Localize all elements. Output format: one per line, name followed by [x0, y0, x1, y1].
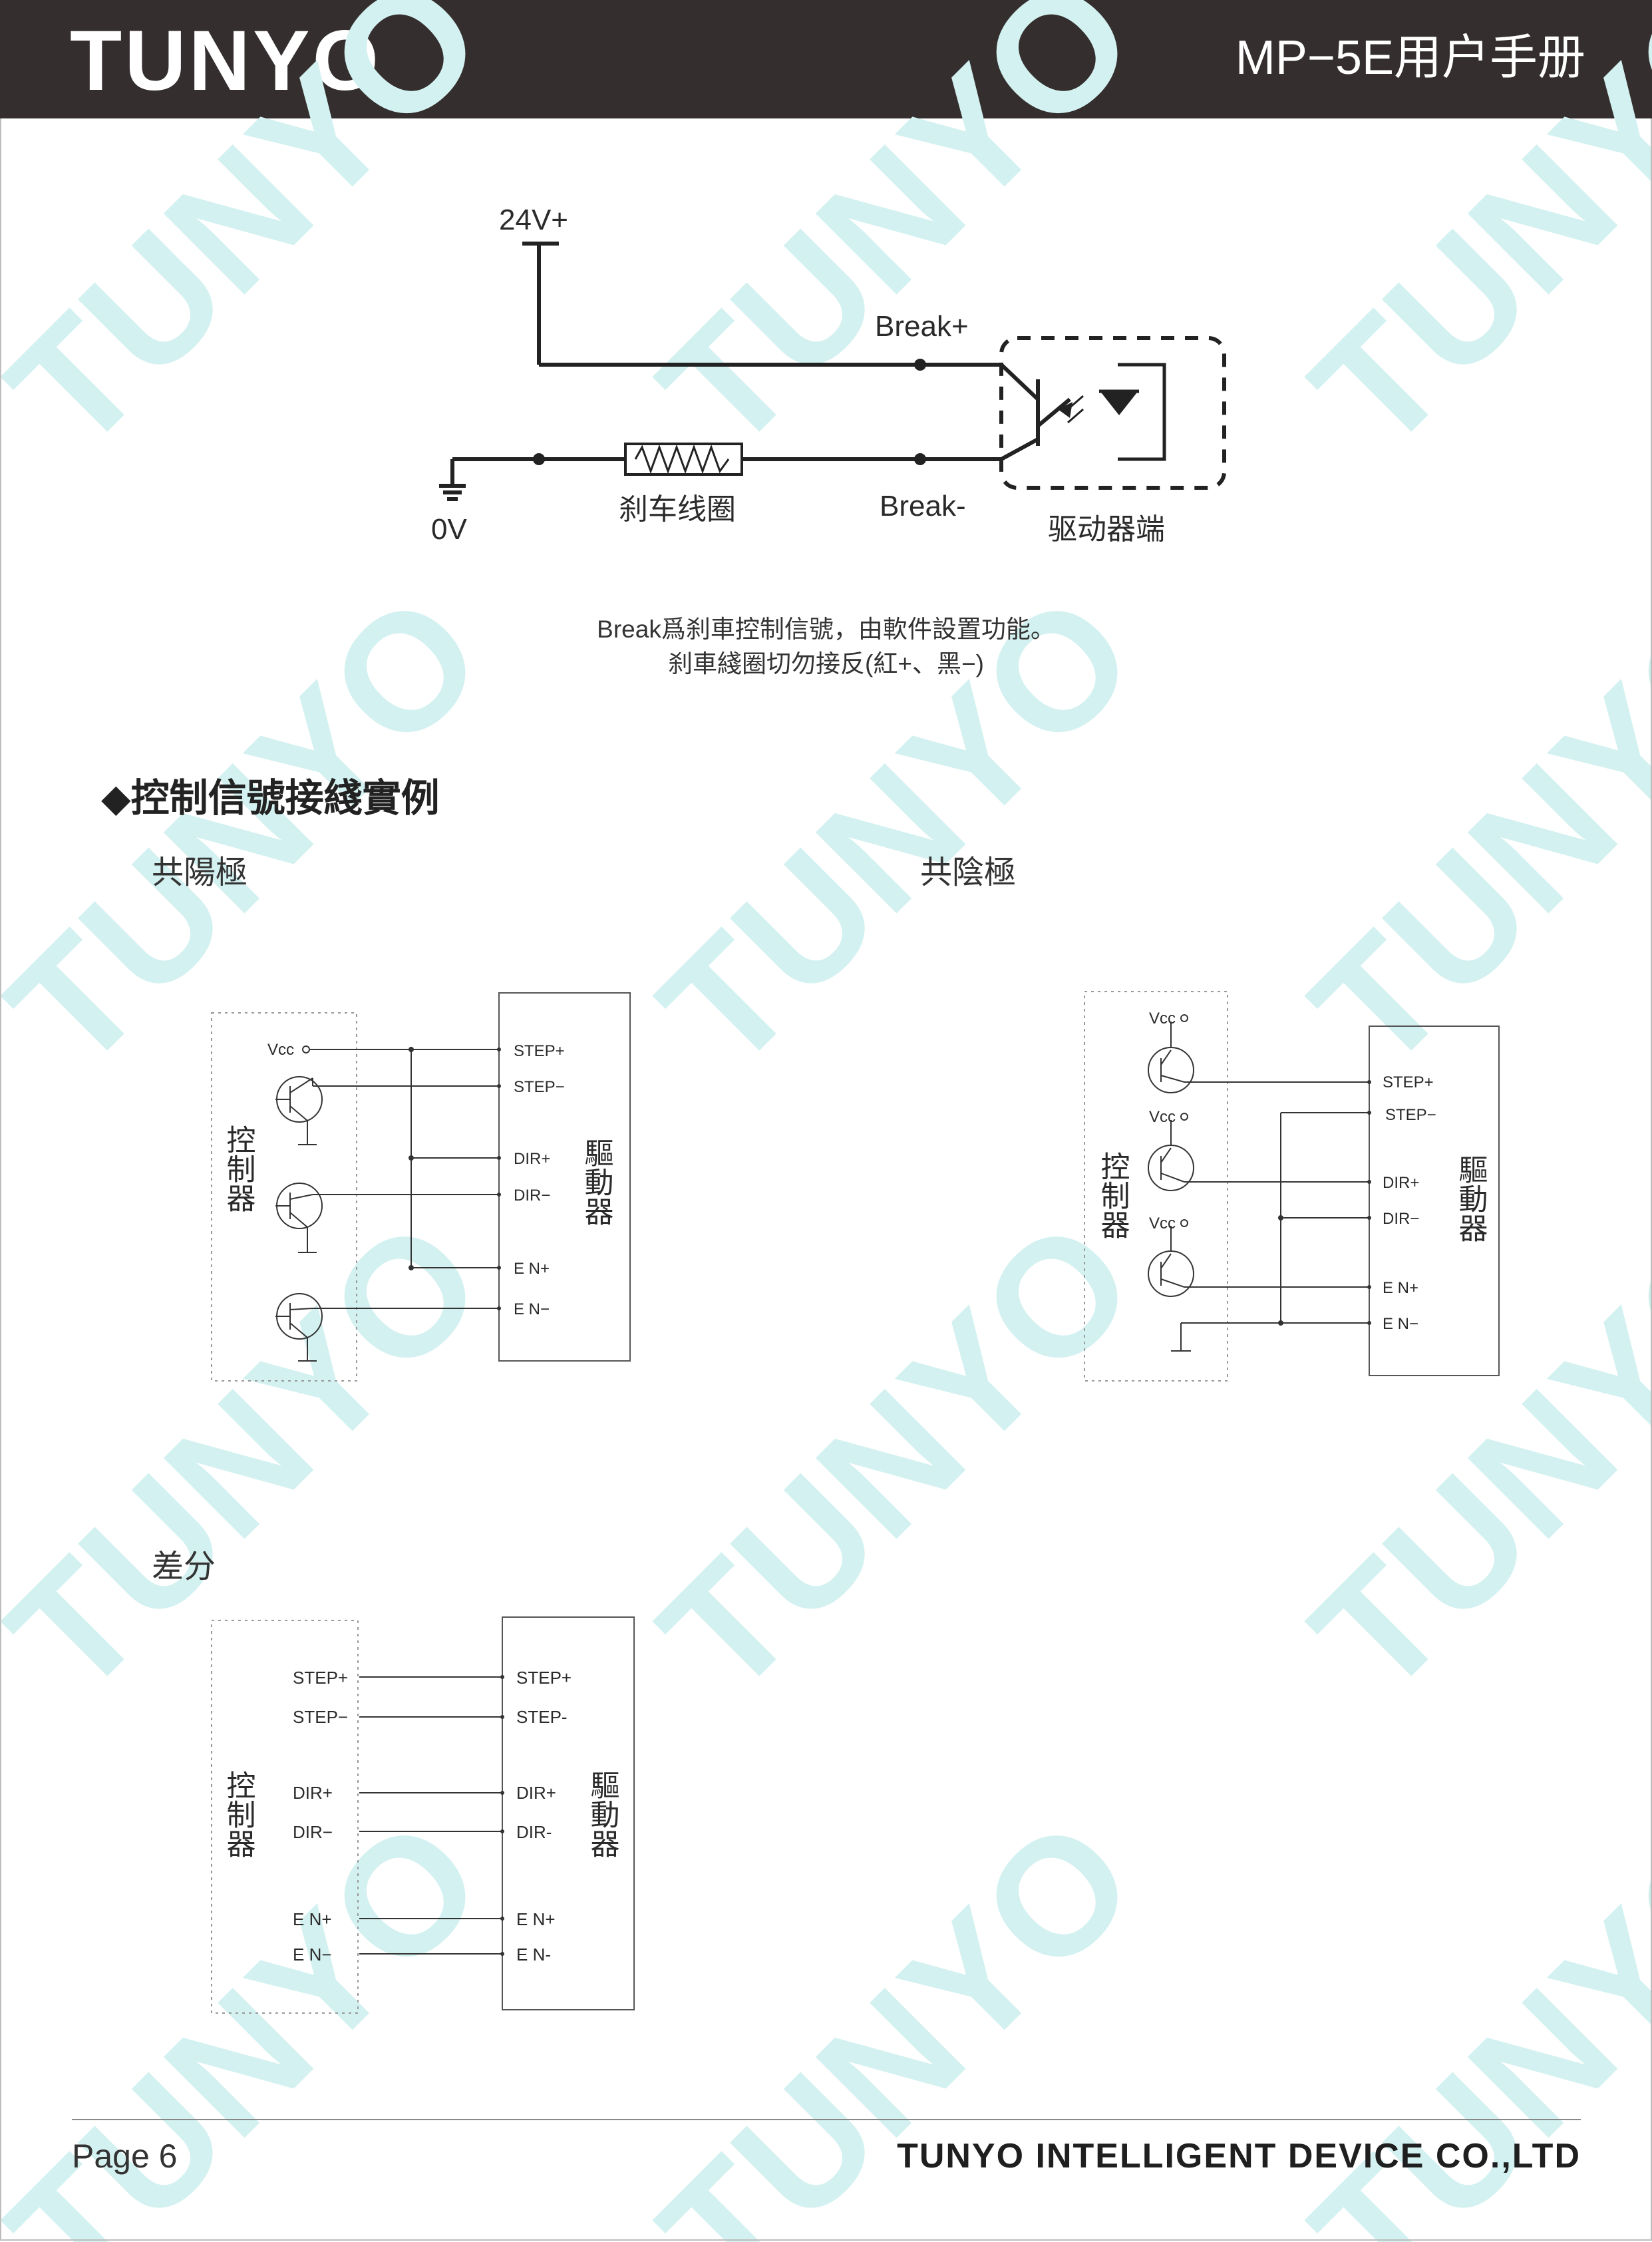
break-plus-label: Break+: [875, 310, 969, 343]
pin-step-minus: STEP−: [1385, 1106, 1436, 1124]
drv-pin-step-plus: STEP+: [516, 1668, 572, 1688]
section-title: ◆控制信號接綫實例: [101, 772, 440, 825]
drv-pin-dir-plus: DIR+: [516, 1783, 556, 1803]
driver-label: 驅動器: [1454, 1155, 1488, 1242]
controller-label: 控制器: [222, 1125, 255, 1213]
pin-dir-minus: DIR−: [1383, 1210, 1419, 1228]
section-title-text: 控制信號接綫實例: [130, 777, 440, 820]
pin-dir-plus: DIR+: [514, 1150, 550, 1168]
pin-step-minus: STEP−: [514, 1078, 565, 1096]
manual-title: MP−5E用户手册: [1235, 31, 1585, 85]
supply-label: 24V+: [499, 204, 568, 236]
pin-dir-plus: DIR+: [1383, 1174, 1419, 1192]
vcc-label: Vcc: [1149, 1108, 1176, 1126]
pin-dir-minus: DIR−: [514, 1187, 550, 1205]
pin-en-plus: E N+: [514, 1260, 550, 1278]
drv-pin-en-plus: E N+: [516, 1909, 556, 1929]
coil-label: 刹车线圈: [619, 493, 736, 526]
driver-label: 驅動器: [580, 1138, 613, 1226]
controller-label: 控制器: [222, 1770, 255, 1858]
footer-divider: [72, 2119, 1581, 2120]
driver-side-label: 驱动器端: [1048, 513, 1165, 546]
driver-label: 驅動器: [586, 1770, 619, 1858]
vcc-label: Vcc: [267, 1041, 294, 1059]
vcc-label: Vcc: [1149, 1010, 1176, 1028]
header-bar: TUNYO MP−5E用户手册: [0, 0, 1652, 118]
caption-line-1: Break爲刹車控制信號，由軟件設置功能。: [597, 616, 1055, 643]
ctrl-pin-step-plus: STEP+: [293, 1668, 348, 1688]
ctrl-pin-step-minus: STEP−: [293, 1707, 348, 1727]
common-anode-title: 共陽極: [152, 855, 248, 890]
pin-step-plus: STEP+: [1383, 1073, 1434, 1091]
ground-label: 0V: [431, 513, 467, 546]
pin-step-plus: STEP+: [514, 1042, 565, 1060]
pin-en-minus: E N−: [1383, 1315, 1418, 1333]
brand-logo: TUNYO: [70, 13, 381, 108]
page-number: Page 6: [72, 2138, 178, 2175]
ctrl-pin-en-plus: E N+: [293, 1909, 332, 1929]
differential-title: 差分: [152, 1549, 216, 1585]
ctrl-pin-en-minus: E N−: [293, 1945, 332, 1964]
ctrl-pin-dir-minus: DIR−: [293, 1822, 333, 1842]
pin-en-minus: E N−: [514, 1300, 550, 1318]
drv-pin-step-minus: STEP-: [516, 1707, 568, 1727]
controller-label: 控制器: [1096, 1151, 1130, 1239]
vcc-label: Vcc: [1149, 1214, 1176, 1232]
drv-pin-en-minus: E N-: [516, 1945, 551, 1964]
pin-en-plus: E N+: [1383, 1279, 1418, 1297]
company-name: TUNYO INTELLIGENT DEVICE CO.,LTD: [897, 2137, 1581, 2175]
ctrl-pin-dir-plus: DIR+: [293, 1783, 333, 1803]
common-cathode-title: 共陰極: [920, 855, 1017, 890]
break-minus-label: Break-: [880, 490, 966, 522]
caption-line-2: 刹車綫圈切勿接反(紅+、黑−): [668, 650, 984, 677]
bullet-icon: ◆: [101, 777, 131, 820]
drv-pin-dir-minus: DIR-: [516, 1822, 552, 1842]
